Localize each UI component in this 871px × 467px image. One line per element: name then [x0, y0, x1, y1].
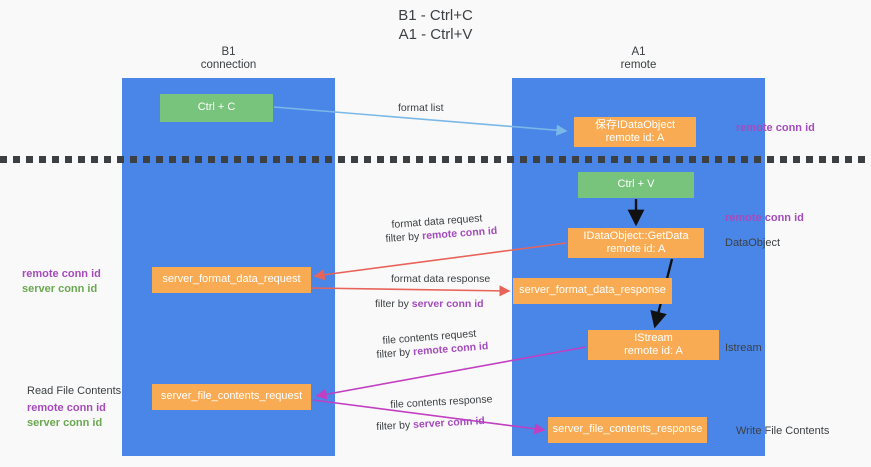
annotation-remote-conn-id-mid: remote conn id [725, 212, 804, 224]
edge-label-format-list: format list [398, 102, 444, 114]
column-header-b1: B1 connection [200, 46, 257, 71]
annotation-read-file-contents: Read File Contents [27, 385, 122, 397]
annotation-left-remote-conn-id-2: remote conn id [27, 402, 106, 414]
annotation-left-server-conn-id: server conn id [22, 283, 98, 295]
edge-label-file-contents-response-filter: filter by server conn id [376, 414, 485, 434]
node-server-file-contents-request[interactable]: server_file_contents_request [152, 384, 311, 410]
node-istream[interactable]: IStream remote id: A [588, 330, 719, 360]
annotation-left-conn-ids-lower: remote conn id server conn id [27, 401, 106, 431]
filter-key-server-conn-id: server conn id [412, 414, 486, 431]
filter-prefix: filter by [375, 298, 412, 310]
filter-prefix: filter by [376, 418, 414, 433]
edge-label-file-contents-response: file contents response [390, 393, 493, 411]
phase-divider-dashed-line [0, 156, 871, 163]
node-ctrl-v[interactable]: Ctrl + V [578, 172, 694, 198]
edge-label-format-data-response: format data response [391, 273, 491, 285]
arrow-format-data-response [310, 285, 511, 297]
annotation-left-server-conn-id-2: server conn id [27, 417, 103, 429]
filter-prefix: filter by [376, 346, 414, 361]
annotation-write-file-contents: Write File Contents [736, 425, 830, 437]
annotation-istream: Istream [725, 342, 762, 354]
annotation-left-remote-conn-id: remote conn id [22, 268, 101, 280]
diagram-title: B1 - Ctrl+C A1 - Ctrl+V [398, 7, 473, 43]
filter-key-remote-conn-id: remote conn id [421, 224, 498, 243]
node-server-format-data-request[interactable]: server_format_data_request [152, 267, 311, 293]
annotation-left-conn-ids-upper: remote conn id server conn id [22, 267, 101, 297]
filter-key-server-conn-id: server conn id [411, 298, 484, 310]
node-idataobject[interactable]: 保存IDataObject remote id: A [574, 117, 696, 147]
annotation-dataobject: DataObject [725, 237, 781, 249]
edge-label-format-data-response-filter: filter by server conn id [375, 297, 484, 311]
node-ctrl-c[interactable]: Ctrl + C [160, 94, 273, 122]
node-idataobject-getdata[interactable]: IDataObject::GetData remote id: A [568, 228, 704, 258]
filter-prefix: filter by [385, 230, 423, 245]
annotation-remote-conn-id-top: remote conn id [736, 122, 815, 134]
column-header-a1: A1 remote [620, 46, 657, 71]
node-server-file-contents-response[interactable]: server_file_contents_response [548, 417, 707, 443]
node-server-format-data-response[interactable]: server_format_data_response [513, 278, 672, 304]
